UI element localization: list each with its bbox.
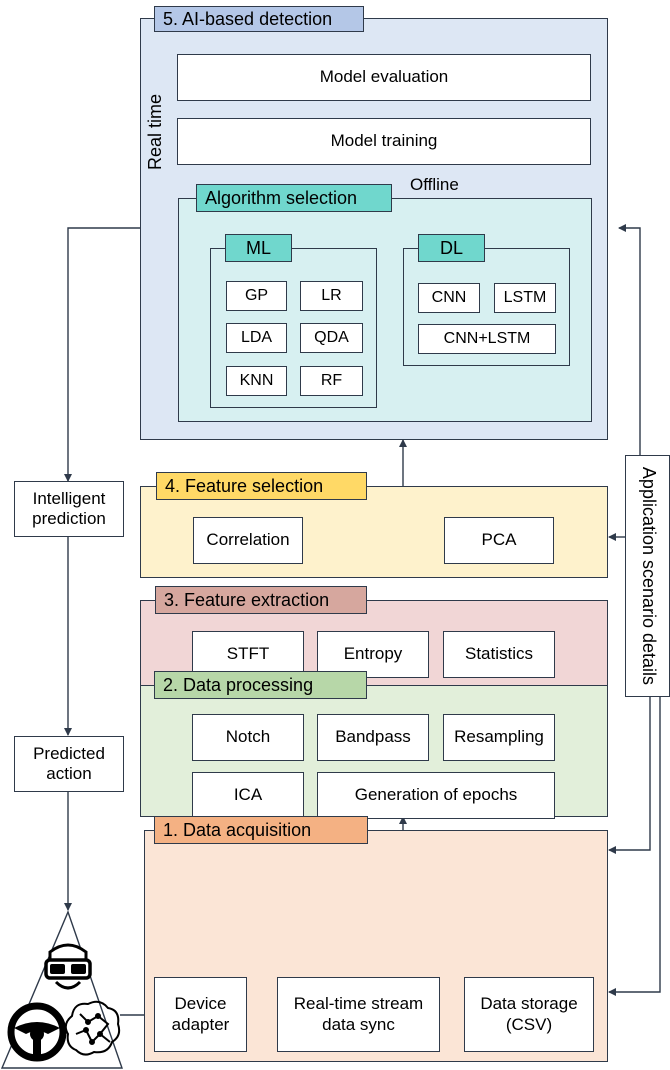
real-time-label: Real time [145, 93, 165, 170]
stft-box: STFT [192, 631, 304, 678]
pca-box: PCA [444, 517, 554, 564]
dl-title: DL [418, 234, 485, 262]
correlation-box: Correlation [193, 517, 303, 564]
stage5-title: 5. AI-based detection [154, 6, 364, 32]
device-adapter-box: Device adapter [154, 977, 247, 1052]
stage1-title: 1. Data acquisition [154, 816, 368, 844]
ica-box: ICA [192, 772, 304, 819]
dl-item-cnn-lstm: CNN+LSTM [418, 324, 556, 354]
predicted-action-box: Predicted action [14, 736, 124, 792]
stage4-title: 4. Feature selection [156, 472, 367, 500]
user-vehicle-brain-icon-group [0, 910, 123, 1069]
vr-headset-icon [44, 943, 92, 990]
ml-item-qda: QDA [300, 323, 363, 353]
brain-circuit-icon [64, 1000, 121, 1056]
stage3-title: 3. Feature extraction [155, 586, 367, 614]
ml-title: ML [225, 234, 292, 262]
real-time-stream-box: Real-time stream data sync [277, 977, 440, 1052]
statistics-box: Statistics [443, 631, 555, 678]
application-scenario-details-label: Application scenario details [639, 466, 659, 686]
model-evaluation-box: Model evaluation [177, 54, 591, 101]
ml-item-knn: KNN [226, 366, 287, 396]
dl-item-lstm: LSTM [494, 283, 556, 313]
application-scenario-details-box [625, 455, 670, 697]
notch-box: Notch [192, 714, 304, 761]
dl-item-cnn: CNN [418, 283, 480, 313]
intelligent-prediction-box: Intelligent prediction [14, 481, 124, 537]
ml-item-rf: RF [300, 366, 363, 396]
ml-item-gp: GP [226, 281, 287, 311]
offline-label: Offline [410, 175, 459, 194]
resampling-box: Resampling [443, 714, 555, 761]
entropy-box: Entropy [317, 631, 429, 678]
bandpass-box: Bandpass [317, 714, 429, 761]
ml-item-lr: LR [300, 281, 363, 311]
ml-item-lda: LDA [226, 323, 287, 353]
algorithm-selection-title: Algorithm selection [196, 184, 392, 212]
generation-of-epochs-box: Generation of epochs [317, 772, 555, 819]
model-training-box: Model training [177, 118, 591, 165]
data-storage-box: Data storage (CSV) [464, 977, 594, 1052]
steering-wheel-icon [7, 1002, 67, 1062]
stage2-title: 2. Data processing [154, 671, 367, 699]
